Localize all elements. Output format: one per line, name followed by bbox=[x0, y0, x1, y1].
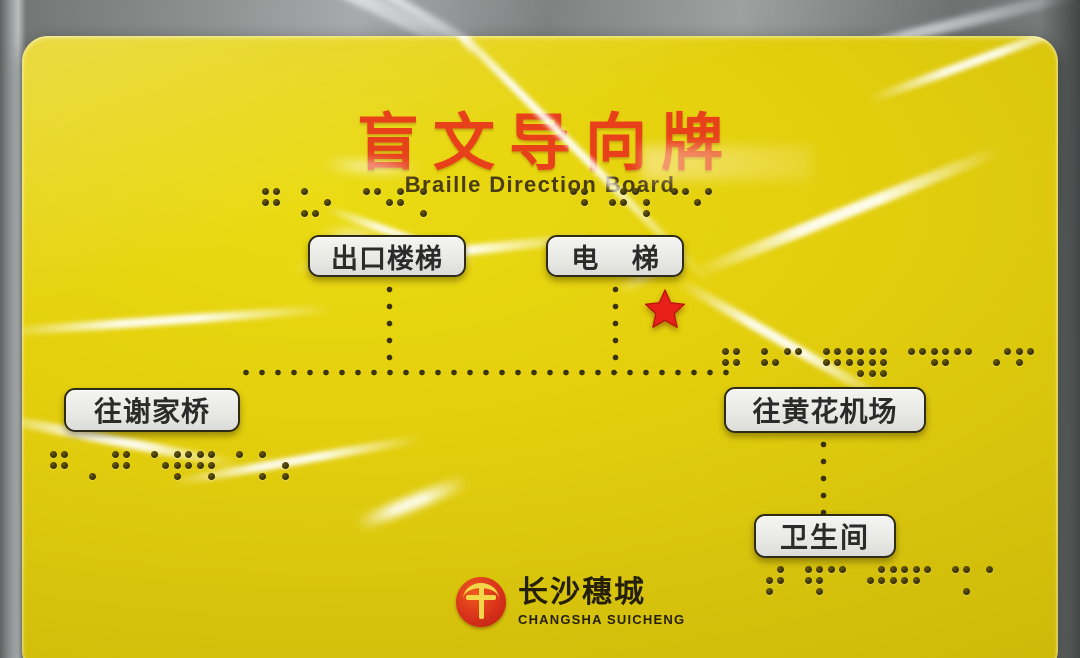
board-glare bbox=[22, 304, 332, 337]
braille-direction-board: 盲文导向牌 Braille Direction Board bbox=[22, 36, 1058, 658]
braille-cell bbox=[632, 188, 651, 218]
page-title-english: Braille Direction Board bbox=[404, 172, 676, 197]
braille-word-gap bbox=[807, 348, 823, 378]
braille-cell bbox=[867, 566, 886, 596]
braille-text-airport bbox=[722, 348, 1039, 378]
braille-cell bbox=[174, 451, 193, 481]
braille-cell bbox=[363, 188, 382, 218]
braille-word-gap bbox=[655, 188, 671, 218]
braille-cell bbox=[846, 348, 865, 378]
background-pillar bbox=[0, 0, 26, 658]
braille-cell bbox=[784, 348, 803, 378]
braille-word-gap bbox=[892, 348, 908, 378]
braille-word-gap bbox=[73, 451, 89, 481]
route-line-horizontal-main bbox=[238, 369, 730, 376]
brand-logo: 长沙穗城 CHANGSHA SUICHENG bbox=[456, 577, 685, 627]
brand-name-chinese: 长沙穗城 bbox=[518, 575, 646, 610]
braille-cell bbox=[301, 188, 320, 218]
destination-label-xiejiaqiao: 往谢家桥 bbox=[93, 395, 210, 428]
braille-text-restroom bbox=[766, 566, 998, 596]
destination-label-airport: 往黄花机场 bbox=[752, 395, 898, 428]
destination-plate-restroom[interactable]: 卫生间 bbox=[754, 514, 896, 558]
page-title-chinese: 盲文导向牌 bbox=[356, 106, 737, 179]
braille-word-gap bbox=[305, 451, 321, 481]
destination-plate-exit-stairs[interactable]: 出口楼梯 bbox=[308, 235, 466, 277]
braille-cell bbox=[409, 188, 428, 218]
braille-cell bbox=[324, 188, 343, 218]
braille-cell bbox=[913, 566, 932, 596]
braille-word-gap bbox=[789, 566, 805, 596]
braille-word-gap bbox=[432, 188, 448, 218]
braille-text-elevator bbox=[570, 188, 717, 218]
braille-cell bbox=[386, 188, 405, 218]
braille-word-gap bbox=[745, 348, 761, 378]
destination-plate-xiejiaqiao[interactable]: 往谢家桥 bbox=[64, 388, 240, 432]
braille-word-gap bbox=[593, 188, 609, 218]
braille-cell bbox=[954, 348, 973, 378]
braille-cell bbox=[823, 348, 842, 378]
route-line-vertical-restroom bbox=[820, 436, 827, 514]
braille-word-gap bbox=[347, 188, 363, 218]
braille-cell bbox=[694, 188, 713, 218]
changsha-suicheng-emblem-icon bbox=[456, 577, 506, 627]
destination-plate-elevator[interactable]: 电 梯 bbox=[546, 235, 684, 277]
braille-cell bbox=[952, 566, 971, 596]
braille-cell bbox=[609, 188, 628, 218]
braille-cell bbox=[993, 348, 1012, 378]
route-line-vertical-elevator bbox=[612, 281, 619, 373]
braille-cell bbox=[908, 348, 927, 378]
braille-word-gap bbox=[851, 566, 867, 596]
braille-cell bbox=[570, 188, 589, 218]
route-line-vertical-exit-stairs bbox=[386, 281, 393, 373]
braille-cell bbox=[112, 451, 131, 481]
braille-cell bbox=[890, 566, 909, 596]
braille-cell bbox=[975, 566, 994, 596]
braille-cell bbox=[869, 348, 888, 378]
braille-cell bbox=[931, 348, 950, 378]
braille-cell bbox=[722, 348, 741, 378]
braille-cell bbox=[828, 566, 847, 596]
board-glare bbox=[353, 474, 471, 532]
braille-word-gap bbox=[285, 188, 301, 218]
braille-cell bbox=[805, 566, 824, 596]
destination-plate-airport[interactable]: 往黄花机场 bbox=[724, 387, 926, 433]
braille-cell bbox=[282, 451, 301, 481]
board-glare bbox=[434, 36, 480, 59]
braille-cell bbox=[89, 451, 108, 481]
braille-word-gap bbox=[220, 451, 236, 481]
you-are-here-star-icon bbox=[644, 289, 686, 328]
braille-cell bbox=[766, 566, 785, 596]
braille-cell bbox=[761, 348, 780, 378]
braille-word-gap bbox=[135, 451, 151, 481]
braille-text-xiejiaqiao bbox=[50, 451, 321, 481]
braille-cell bbox=[259, 451, 278, 481]
braille-cell bbox=[671, 188, 690, 218]
braille-cell bbox=[50, 451, 69, 481]
braille-text-exit-stairs bbox=[262, 188, 448, 218]
destination-label-restroom: 卫生间 bbox=[779, 521, 870, 554]
braille-cell bbox=[1016, 348, 1035, 378]
braille-cell bbox=[236, 451, 255, 481]
braille-cell bbox=[262, 188, 281, 218]
braille-word-gap bbox=[936, 566, 952, 596]
destination-label-exit-stairs: 出口楼梯 bbox=[331, 243, 443, 275]
brand-name-english: CHANGSHA SUICHENG bbox=[518, 612, 686, 627]
braille-cell bbox=[197, 451, 216, 481]
destination-label-elevator: 电 梯 bbox=[571, 243, 671, 275]
braille-word-gap bbox=[977, 348, 993, 378]
braille-cell bbox=[151, 451, 170, 481]
